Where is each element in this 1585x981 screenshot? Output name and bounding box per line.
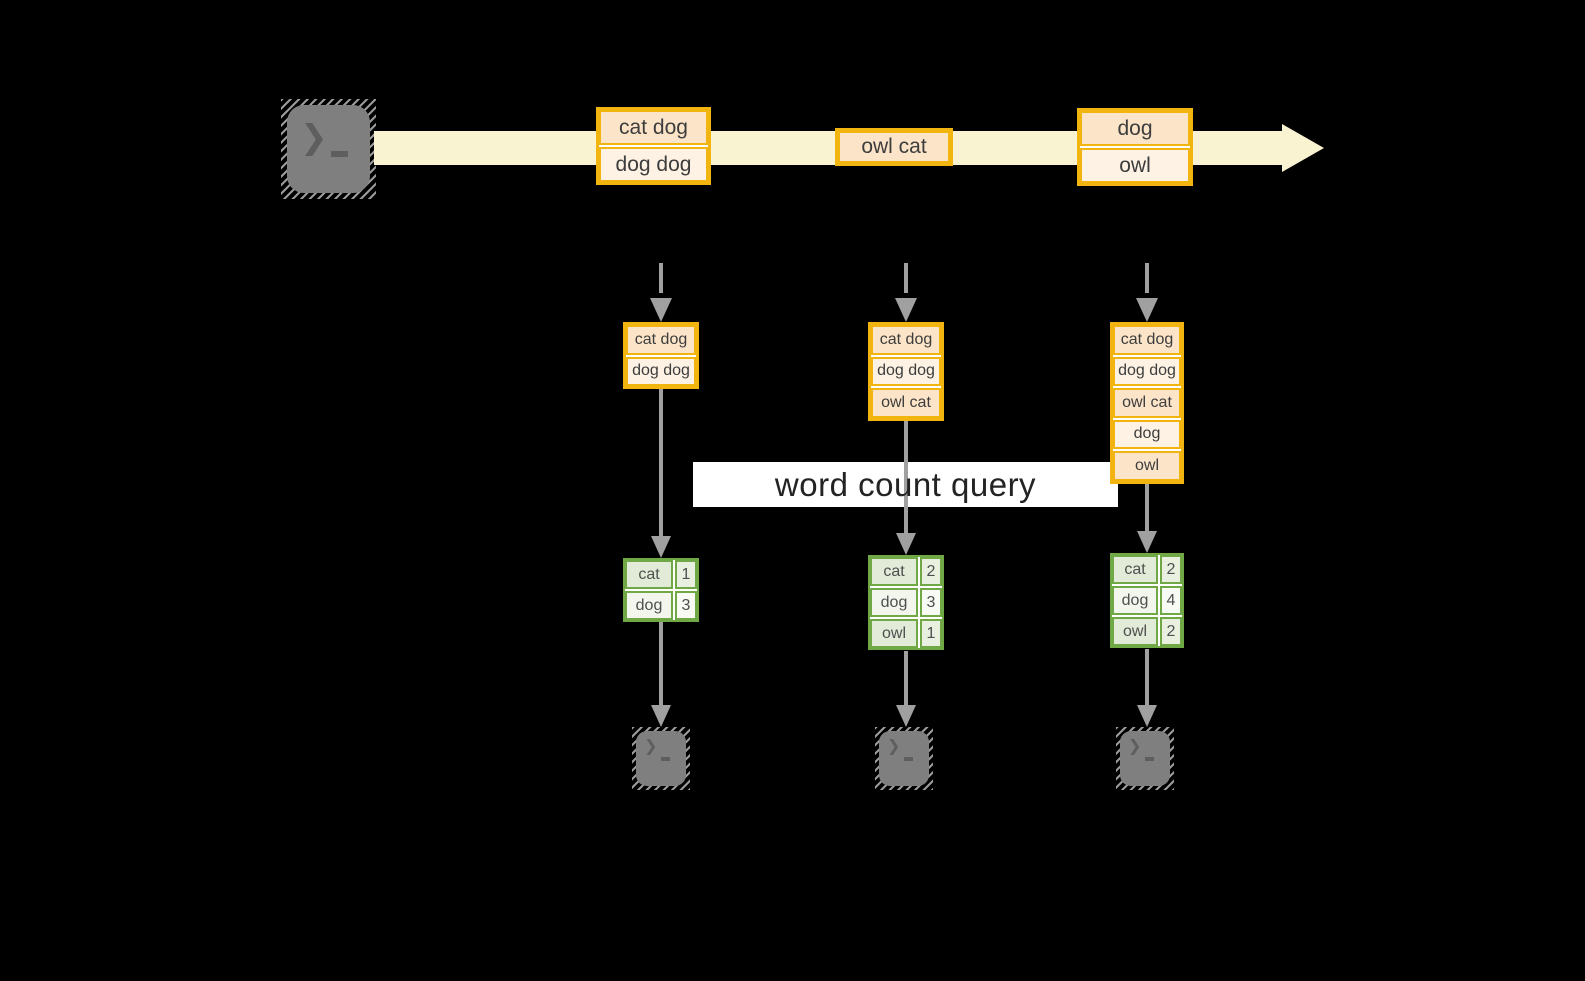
count-value-cell: 1 (675, 560, 697, 589)
count-row: cat 2 (1112, 555, 1182, 584)
ingest-dash-1 (659, 263, 663, 293)
worker-2-process-arrowhead (896, 533, 916, 555)
ingest-dash-2 (904, 263, 908, 293)
count-value-cell: 3 (920, 588, 942, 617)
stream-arrowhead-icon (1282, 124, 1324, 172)
terminal-cursor-icon (661, 757, 670, 761)
worker-2-process-line (904, 416, 908, 533)
count-row: dog 3 (625, 591, 697, 620)
buffer-cell: cat dog (626, 325, 696, 355)
terminal-screen: ❯ (879, 731, 929, 786)
count-value-cell: 3 (675, 591, 697, 620)
worker-3-process-arrowhead (1137, 531, 1157, 553)
event-cell: dog (1080, 111, 1190, 146)
query-banner-label: word count query (774, 465, 1037, 503)
event-cell: owl cat (838, 131, 950, 163)
source-terminal-icon: ❯ (281, 99, 376, 199)
worker-2-output-line (904, 651, 908, 707)
count-word-cell: cat (625, 560, 673, 589)
terminal-screen: ❯ (636, 731, 686, 786)
count-row: owl 2 (1112, 617, 1182, 646)
count-value-cell: 2 (1160, 555, 1182, 584)
worker-2-output-arrowhead (896, 705, 916, 727)
worker-1-buffer-box: cat dog dog dog (623, 322, 699, 389)
count-row: cat 1 (625, 560, 697, 589)
buffer-cell: cat dog (1113, 325, 1181, 355)
worker-3-count-table: cat 2 dog 4 owl 2 (1110, 553, 1184, 648)
buffer-cell: dog dog (626, 356, 696, 386)
stream-event-box-1: cat dog dog dog (596, 107, 711, 185)
terminal-screen: ❯ (287, 105, 370, 193)
terminal-cursor-icon (1145, 757, 1154, 761)
worker-2-count-table: cat 2 dog 3 owl 1 (868, 555, 944, 650)
count-value-cell: 4 (1160, 586, 1182, 615)
count-word-cell: dog (1112, 586, 1158, 615)
ingest-arrowhead-3 (1136, 298, 1158, 322)
terminal-cursor-icon (331, 151, 348, 157)
count-word-cell: owl (870, 619, 918, 648)
count-row: owl 1 (870, 619, 942, 648)
ingest-arrowhead-2 (895, 298, 917, 322)
count-value-cell: 1 (920, 619, 942, 648)
terminal-prompt-icon: ❯ (300, 118, 328, 155)
count-value-cell: 2 (1160, 617, 1182, 646)
count-word-cell: dog (870, 588, 918, 617)
stream-event-box-3: dog owl (1077, 108, 1193, 186)
terminal-cursor-icon (904, 757, 913, 761)
buffer-cell: owl cat (871, 388, 941, 418)
sink-terminal-icon-1: ❯ (632, 727, 690, 790)
worker-1-output-arrowhead (651, 705, 671, 727)
stream-event-box-2: owl cat (835, 128, 953, 166)
count-word-cell: owl (1112, 617, 1158, 646)
worker-3-buffer-box: cat dog dog dog owl cat dog owl (1110, 322, 1184, 484)
buffer-cell: dog (1113, 419, 1181, 449)
worker-3-output-line (1145, 649, 1149, 707)
event-cell: dog dog (599, 147, 708, 182)
event-cell: cat dog (599, 110, 708, 145)
event-cell: owl (1080, 148, 1190, 183)
worker-1-count-table: cat 1 dog 3 (623, 558, 699, 622)
worker-3-process-line (1145, 480, 1149, 531)
terminal-screen: ❯ (1120, 731, 1170, 786)
count-row: cat 2 (870, 557, 942, 586)
worker-2-buffer-box: cat dog dog dog owl cat (868, 322, 944, 421)
count-word-cell: cat (1112, 555, 1158, 584)
sink-terminal-icon-3: ❯ (1116, 727, 1174, 790)
ingest-dash-3 (1145, 263, 1149, 293)
count-row: dog 3 (870, 588, 942, 617)
sink-terminal-icon-2: ❯ (875, 727, 933, 790)
terminal-prompt-icon: ❯ (1128, 738, 1142, 755)
buffer-cell: owl (1113, 451, 1181, 481)
count-row: dog 4 (1112, 586, 1182, 615)
buffer-cell: dog dog (1113, 356, 1181, 386)
worker-3-output-arrowhead (1137, 705, 1157, 727)
worker-1-process-arrowhead (651, 536, 671, 558)
count-word-cell: dog (625, 591, 673, 620)
count-value-cell: 2 (920, 557, 942, 586)
terminal-prompt-icon: ❯ (644, 738, 658, 755)
worker-1-output-line (659, 622, 663, 707)
buffer-cell: cat dog (871, 325, 941, 355)
buffer-cell: owl cat (1113, 388, 1181, 418)
buffer-cell: dog dog (871, 356, 941, 386)
ingest-arrowhead-1 (650, 298, 672, 322)
count-word-cell: cat (870, 557, 918, 586)
worker-1-process-line (659, 385, 663, 536)
terminal-prompt-icon: ❯ (887, 738, 901, 755)
